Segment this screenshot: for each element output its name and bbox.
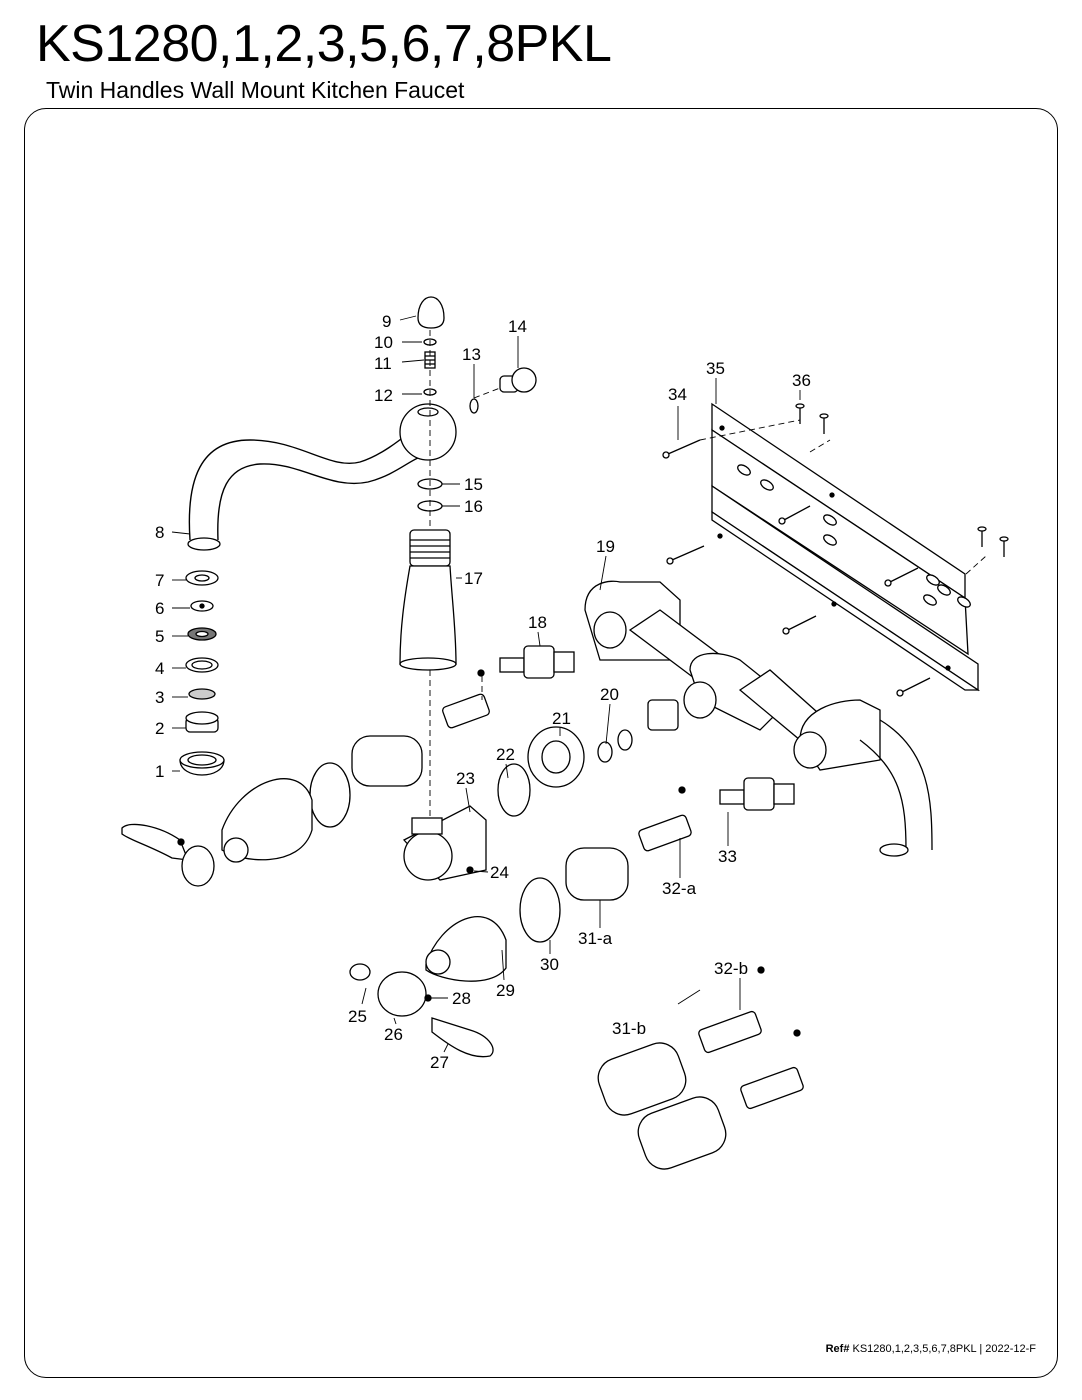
valve-body-drawing [584,580,933,857]
part-label-6: 6 [155,599,164,618]
part-label-18: 18 [528,613,547,632]
part-label-21: 21 [552,709,571,728]
part-label-2: 2 [155,719,164,738]
part-label-4: 4 [155,659,164,678]
part-label-24: 24 [490,863,509,882]
diagram-frame [24,108,1058,1378]
part-label-14: 14 [508,317,527,336]
part-label-25: 25 [348,1007,367,1026]
part-label-17: 17 [464,569,483,588]
part-label-9: 9 [382,312,391,331]
cartridge-drawings [499,645,795,811]
part-label-31a: 31-a [578,929,613,948]
spout-drawing [187,403,457,551]
part-label-32a: 32-a [662,879,697,898]
escutcheon-drawings [221,726,633,982]
part-label-31b: 31-b [612,1019,646,1038]
part-label-36: 36 [792,371,811,390]
part-labels: 9 10 11 12 13 14 15 16 17 8 7 6 5 4 3 2 … [155,312,811,1072]
part-label-35: 35 [706,359,725,378]
part-label-1: 1 [155,762,164,781]
ref-separator: | [979,1343,983,1355]
part-label-13: 13 [462,345,481,364]
part-label-5: 5 [155,627,164,646]
part-label-23: 23 [456,769,475,788]
part-label-3: 3 [155,688,164,707]
part-label-15: 15 [464,475,483,494]
product-description: Twin Handles Wall Mount Kitchen Faucet [46,77,465,103]
part-label-7: 7 [155,571,164,590]
part-label-32b: 32-b [714,959,748,978]
swivel-body-drawing [399,529,457,671]
model-title: KS1280,1,2,3,5,6,7,8PKL [36,15,612,73]
assembly-axis-lines [429,330,987,818]
part-label-34: 34 [668,385,687,404]
reference-footer: Ref# KS1280,1,2,3,5,6,7,8PKL | 2022-12-F [826,1342,1036,1356]
part-label-19: 19 [596,537,615,556]
part-label-22: 22 [496,745,515,764]
ref-prefix: Ref# [825,1343,850,1355]
part-label-8: 8 [155,523,164,542]
part-label-12: 12 [374,386,393,405]
part-label-29: 29 [496,981,515,1000]
mounting-plate-drawing [711,402,981,692]
part-label-27: 27 [430,1053,449,1072]
aerator-stack-drawing [179,570,225,776]
part-label-26: 26 [384,1025,403,1044]
extension-drawings [351,693,804,1170]
screw-drawings [662,403,1009,697]
ref-revision: 2022-12-F [985,1343,1036,1355]
part-label-11: 11 [374,354,392,373]
part-label-28: 28 [452,989,471,1008]
part-label-30: 30 [540,955,559,974]
part-label-33: 33 [718,847,737,866]
ref-model: KS1280,1,2,3,5,6,7,8PKL [852,1343,977,1355]
handle-drawings [121,669,801,1058]
part-label-10: 10 [374,333,393,352]
leader-lines [171,315,801,1053]
part-label-20: 20 [600,685,619,704]
part-label-16: 16 [464,497,483,516]
